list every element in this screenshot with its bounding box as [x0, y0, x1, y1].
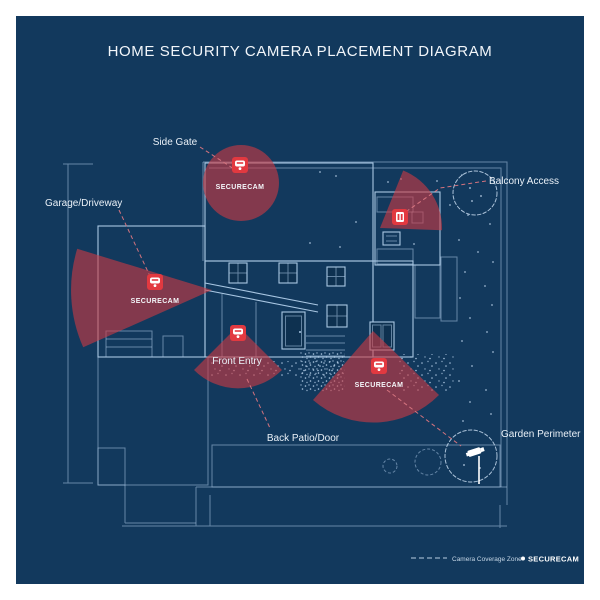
shrub	[382, 458, 398, 474]
securecam-icon-garage	[147, 274, 163, 290]
window-upper-center	[278, 262, 298, 284]
label-back-patio-door: Back Patio/Door	[267, 433, 340, 444]
garage-door	[105, 330, 153, 358]
legend-camera-dot	[521, 556, 525, 561]
porch-roof	[204, 282, 319, 357]
label-balcony-access: Balcony Access	[489, 176, 559, 187]
tree-top-right	[452, 170, 498, 216]
camera-caption-garage: SECURECAM	[131, 298, 180, 305]
blueprint-canvas: HOME SECURITY CAMERA PLACEMENT DIAGRAM	[16, 16, 584, 584]
deck-steps-bottom	[376, 248, 414, 265]
house-facade	[204, 260, 374, 358]
coverage-zone-garage	[71, 248, 213, 348]
garden-hatch-strip	[440, 256, 458, 322]
yard-dots	[309, 171, 494, 422]
property-boundary	[202, 161, 508, 505]
legend-camera-label: SECURECAM	[528, 555, 579, 564]
driveway	[97, 356, 209, 524]
coverage-zone-back-patio	[313, 331, 439, 423]
blueprint: SECURECAM SECURECAM SECURECAM Side Gate …	[45, 137, 581, 564]
deck-stairs	[414, 264, 441, 319]
securecam-icon-back-patio	[371, 358, 387, 374]
porch-steps	[306, 335, 345, 357]
garage-window	[162, 335, 184, 358]
label-garage-driveway: Garage/Driveway	[45, 198, 122, 209]
location-labels: Side Gate Garage/Driveway Balcony Access…	[45, 137, 581, 444]
back-garden-strip	[211, 444, 501, 488]
window-upper-right	[326, 266, 346, 287]
coverage-zone-side-gate	[203, 145, 279, 221]
label-side-gate: Side Gate	[153, 137, 198, 148]
legend-coverage-label: Camera Coverage Zone	[452, 556, 522, 563]
legend: Camera Coverage Zone SECURECAM	[411, 555, 579, 564]
coverage-zone-front-entry	[194, 326, 282, 389]
camera-caption-back-patio: SECURECAM	[355, 382, 404, 389]
securecam-icon-side-gate	[232, 157, 248, 173]
cctv-icon-garden	[464, 445, 486, 485]
window-lower-right	[326, 304, 348, 328]
label-front-entry: Front Entry	[212, 356, 261, 367]
leader-garage	[118, 209, 150, 275]
securecam-icon-front-entry	[230, 325, 246, 341]
camera-overlay: SECURECAM SECURECAM SECURECAM	[71, 145, 487, 485]
camera-caption-side-gate: SECURECAM	[216, 184, 265, 191]
coverage-zone-balcony	[380, 170, 443, 231]
label-garden-perimeter: Garden Perimeter	[501, 429, 581, 440]
leader-back-patio	[246, 378, 271, 429]
leader-garden	[386, 389, 462, 447]
shrub	[414, 448, 442, 476]
walkway	[122, 486, 507, 528]
leader-balcony	[406, 180, 487, 212]
deck-table	[382, 231, 401, 246]
front-door	[281, 311, 306, 350]
window-upper-left	[228, 262, 248, 284]
dimension-line	[63, 163, 93, 484]
page-title: HOME SECURITY CAMERA PLACEMENT DIAGRAM	[107, 43, 493, 60]
securecam-icon-balcony	[392, 209, 408, 225]
